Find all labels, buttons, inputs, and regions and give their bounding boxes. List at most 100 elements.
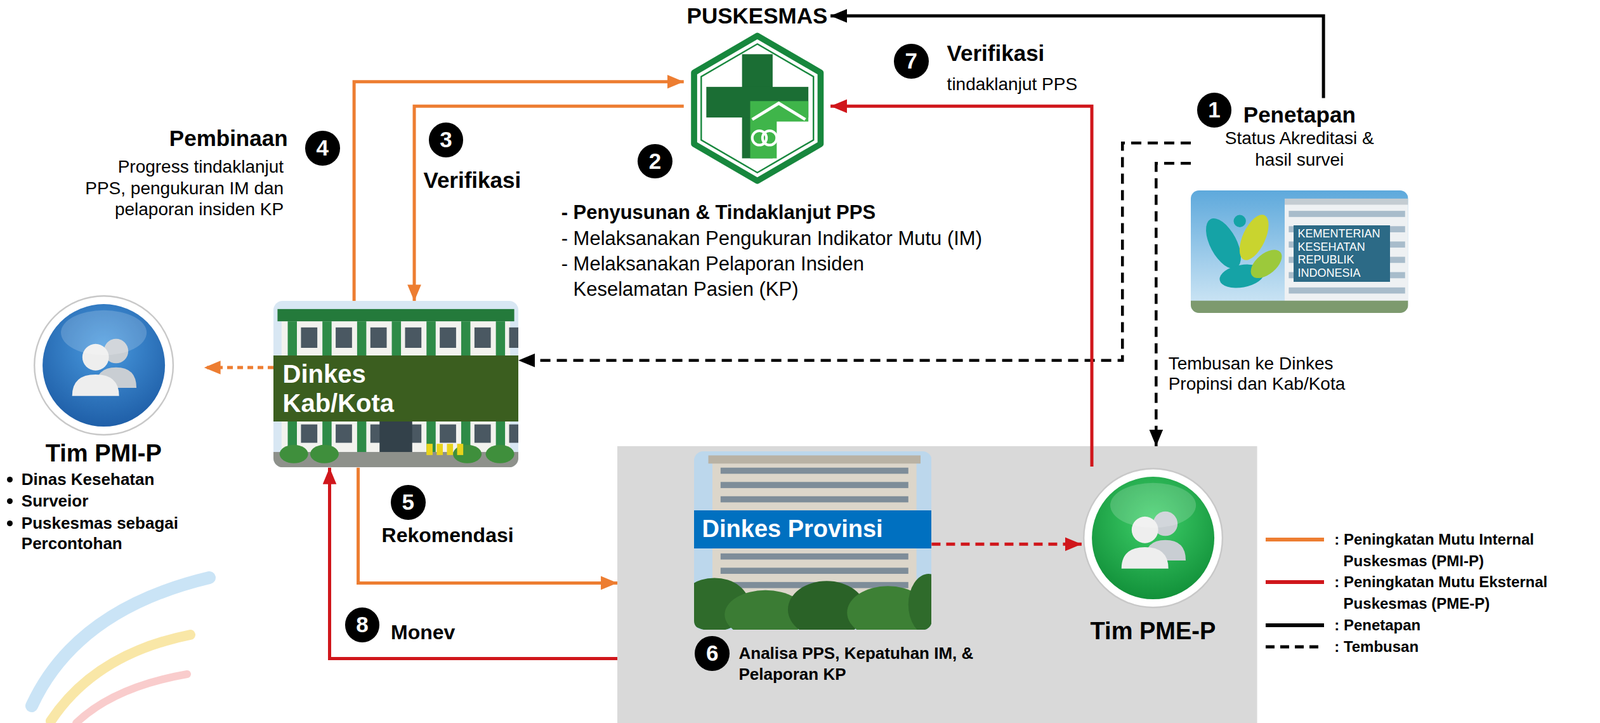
callout-number: 6 [694, 635, 730, 671]
edge-label: Verifikasi [947, 40, 1045, 66]
label-slot: 6 [694, 635, 730, 671]
legend-sample [1263, 635, 1327, 658]
ministry-node: PenetapanStatus Akreditasi & hasil surve… [1190, 97, 1409, 313]
legend-row: : Penetapan [1263, 614, 1590, 636]
connector [204, 366, 274, 370]
legend-text: : Tembusan [1334, 635, 1590, 658]
edge-label-slot: Verifikasi [423, 167, 521, 193]
callout-number: 1 [1197, 92, 1233, 128]
edge-label: Monev [390, 620, 455, 644]
swoosh-stroke [31, 577, 210, 706]
callout-number: 2 [637, 144, 673, 179]
province-panel: Analisa PPS, Kepatuhan IM, & Pelaporan K… [617, 445, 1257, 723]
legend-sample [1263, 570, 1327, 593]
label-slot: - Melaksanakan Pengukuran Indikator Mutu… [561, 225, 1062, 252]
photo-frame: KEMENTERIAN KESEHATAN REPUBLIK INDONESIA [1190, 190, 1409, 313]
legend-sample [1263, 614, 1327, 636]
panel-caption: Analisa PPS, Kepatuhan IM, & Pelaporan K… [738, 642, 1024, 684]
legend-row: : Peningkatan Mutu Internal Puskesmas (P… [1263, 528, 1590, 571]
bullet-dot [6, 476, 13, 483]
team-title: Tim PMI-P [3, 439, 205, 468]
photo-band-label: Dinkes Provinsi [694, 510, 932, 549]
connector [358, 467, 618, 584]
label-slot: 4 [305, 130, 341, 166]
bullet-item: Surveior [3, 490, 205, 512]
node-heading: PUSKESMAS [687, 3, 828, 29]
bullet-dot [6, 498, 13, 504]
edge-label-slot: Pembinaan [93, 125, 289, 151]
callout-number: 3 [428, 122, 464, 158]
note-text: tindaklanjut PPS [947, 73, 1078, 96]
bullet-text: Surveior [21, 490, 205, 512]
label-slot: tindaklanjut PPS [947, 73, 1078, 96]
node-subtitle: Status Akreditasi & hasil survei [1215, 127, 1384, 171]
callout-number: 7 [893, 43, 929, 79]
panel-ground-layer [617, 445, 1257, 723]
edge-label: Verifikasi [423, 167, 521, 193]
legend-line [1265, 644, 1325, 648]
legend-text: : Peningkatan Mutu Internal Puskesmas (P… [1334, 528, 1590, 571]
callout-number: 4 [305, 130, 341, 166]
legend-line [1265, 579, 1325, 584]
legend-line [1265, 537, 1325, 542]
team-node: Tim PMI-PDinas KesehatanSurveiorPuskesma… [3, 293, 205, 554]
panel-ground [617, 445, 1257, 723]
team-title: Tim PME-P [1081, 617, 1225, 646]
edge-label-slot: Monev [390, 620, 455, 644]
label-slot: 2 [637, 144, 673, 179]
puskesmas-logo [688, 31, 827, 185]
swoosh-stroke [76, 673, 188, 723]
list-item: - Melaksanakan Pengukuran Indikator Mutu… [561, 225, 1062, 252]
callout-number: 5 [390, 484, 426, 520]
label-slot: 7 [893, 43, 929, 79]
legend-text: : Penetapan [1334, 614, 1590, 636]
list-item: - Melaksanakan Pelaporan Insiden Keselam… [561, 251, 889, 303]
connector [830, 15, 1324, 98]
photo-band-label: Dinkes Kab/Kota [273, 355, 519, 422]
connector [329, 467, 618, 659]
edge-label: Tembusan ke Dinkes Propinsi dan Kab/Kota [1168, 353, 1378, 394]
edge-label-slot: Verifikasi [947, 40, 1045, 66]
legend-text: : Peningkatan Mutu Eksternal Puskesmas (… [1334, 570, 1590, 614]
bullet-dot [6, 520, 13, 526]
connector [830, 105, 1092, 467]
note-text: Progress tindaklanjut PPS, pengukuran IM… [79, 156, 284, 221]
label-slot: 8 [345, 607, 381, 643]
bullet-text: Puskesmas sebagai Percontohan [21, 512, 205, 554]
photo-sign-text: KEMENTERIAN KESEHATAN REPUBLIK INDONESIA [1293, 225, 1391, 282]
connector [1155, 163, 1191, 446]
label-slot: - Penyusunan & Tindaklanjut PPS [561, 199, 1062, 226]
legend-row: : Peningkatan Mutu Eksternal Puskesmas (… [1263, 570, 1590, 614]
legend-row: : Tembusan [1263, 635, 1590, 658]
office-node: Dinkes Kab/Kota [273, 300, 519, 467]
office-node: Dinkes Provinsi [694, 451, 932, 630]
connector-layer [204, 15, 1324, 658]
label-slot: - Melaksanakan Pelaporan Insiden Keselam… [561, 251, 889, 303]
team-node: Tim PME-P [1081, 466, 1225, 646]
team-icon [32, 293, 176, 437]
bullet-text: Dinas Kesehatan [21, 468, 205, 490]
legend-line [1265, 622, 1325, 627]
edge-label-slot: Rekomendasi [381, 523, 514, 547]
bullet-item: Dinas Kesehatan [3, 468, 205, 490]
edge-label: Pembinaan [93, 125, 289, 151]
callout-number: 8 [345, 607, 381, 643]
background-layer [31, 445, 1258, 723]
bullet-item: Puskesmas sebagai Percontohan [3, 512, 205, 554]
edge-label-slot: Tembusan ke Dinkes Propinsi dan Kab/Kota [1168, 353, 1378, 394]
list-item: - Penyusunan & Tindaklanjut PPS [561, 199, 1062, 226]
label-slot: Progress tindaklanjut PPS, pengukuran IM… [79, 156, 284, 221]
puskesmas-node: PUSKESMAS [683, 3, 831, 185]
label-slot: 1 [1197, 92, 1233, 128]
connector [931, 542, 1082, 546]
label-slot: 5 [390, 484, 426, 520]
edge-label: Rekomendasi [381, 523, 514, 547]
legend: : Peningkatan Mutu Internal Puskesmas (P… [1263, 528, 1590, 657]
legend-sample [1263, 528, 1327, 551]
connector [518, 142, 1191, 361]
team-icon [1081, 466, 1225, 610]
watermark-swoosh [31, 577, 210, 723]
label-slot: 3 [428, 122, 464, 158]
task-list: - Penyusunan & Tindaklanjut PPS- Melaksa… [561, 199, 1062, 302]
